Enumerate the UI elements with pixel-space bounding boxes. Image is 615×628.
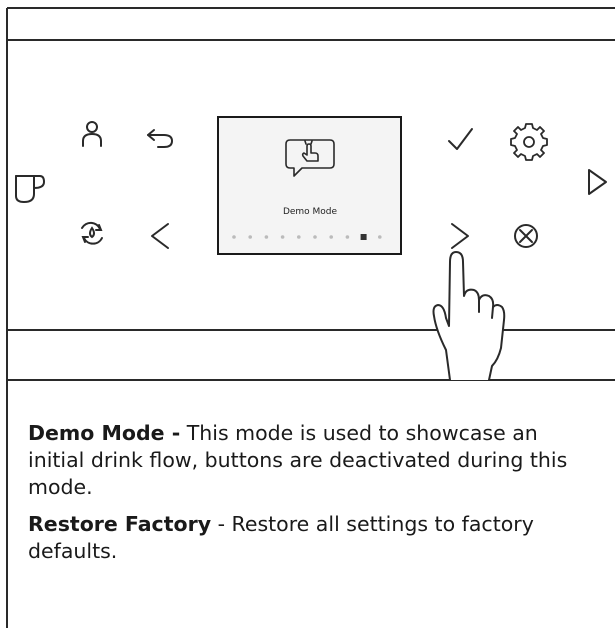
descale-icon[interactable]	[81, 221, 103, 245]
caption-term-restore-factory: Restore Factory	[28, 512, 212, 536]
display-screen	[217, 116, 402, 255]
check-icon[interactable]	[448, 128, 473, 150]
page-dot	[232, 235, 236, 239]
page-dot	[297, 235, 301, 239]
chevron-left-icon[interactable]	[151, 223, 169, 249]
page-dot	[345, 235, 350, 239]
play-triangle-icon[interactable]	[588, 169, 607, 195]
page-dot-active	[360, 234, 367, 240]
cup-icon[interactable]	[15, 175, 45, 203]
chevron-right-icon[interactable]	[451, 223, 469, 249]
page-dot	[378, 235, 382, 239]
page-dot	[313, 235, 317, 239]
page-dot	[264, 235, 269, 239]
caption-restore-factory: Restore Factory - Restore all settings t…	[28, 511, 598, 565]
back-arrow-icon[interactable]	[147, 129, 173, 148]
person-icon[interactable]	[82, 121, 102, 147]
demo-mode-hand-icon	[285, 139, 335, 177]
caption-text-demo-mode: This mode is used to showcase an initial…	[28, 421, 568, 499]
caption-text-restore-factory: - Restore all settings to factory defaul…	[28, 512, 534, 563]
page-dot	[248, 235, 252, 239]
page-dot	[329, 235, 334, 239]
screen-mode-label: Demo Mode	[283, 207, 338, 217]
caption-demo-mode: Demo Mode - This mode is used to showcas…	[28, 420, 598, 501]
caption-term-demo-mode: Demo Mode -	[28, 421, 181, 445]
cancel-icon[interactable]	[514, 224, 538, 248]
page-dot	[280, 235, 285, 239]
pointing-hand-icon	[432, 251, 506, 381]
caption: Demo Mode - This mode is used to showcas…	[28, 420, 598, 575]
screen-page-dots	[232, 234, 382, 240]
gear-icon[interactable]	[510, 123, 548, 161]
panel-outline	[6, 7, 615, 628]
